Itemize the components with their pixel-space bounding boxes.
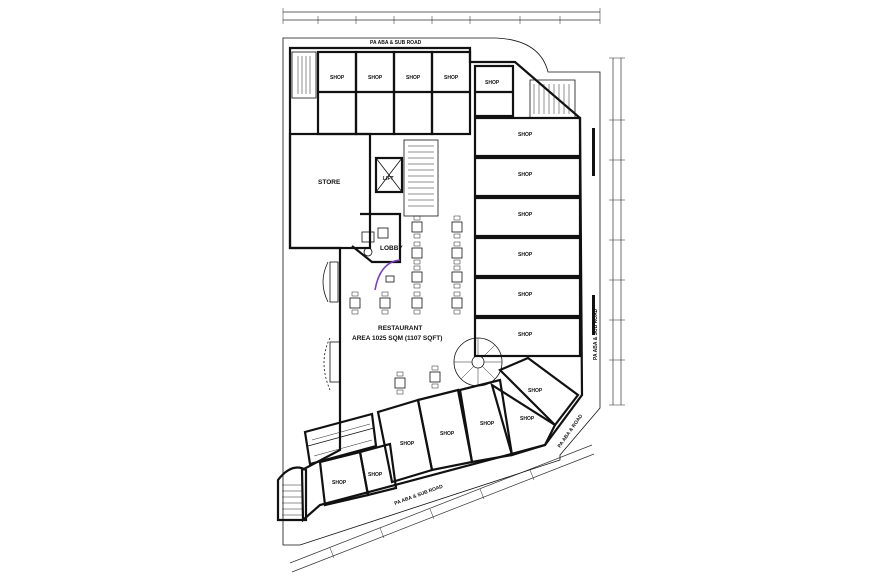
restaurant-tables: RESTAURANT AREA 1025 SQM (1107 SQFT): [349, 215, 463, 395]
bottom-shop-label: SHOP: [368, 472, 383, 478]
top-shop-label: SHOP: [368, 75, 383, 81]
entrance-marker: [592, 128, 595, 176]
top-shop-row: SHOP SHOP SHOP SHOP SHOP: [316, 50, 515, 136]
restaurant-area-label: AREA 1025 SQM (1107 SQFT): [352, 335, 442, 342]
corner-shops: SHOP SHOP: [490, 356, 580, 457]
spiral-stair: [453, 337, 503, 387]
top-right-stair: [529, 79, 576, 119]
store-room: STORE: [288, 132, 372, 250]
lift-core: LIFT: [374, 139, 439, 217]
bottom-shop-label: SHOP: [332, 480, 347, 486]
right-shop-label: SHOP: [518, 252, 533, 258]
bottom-shop-row: SHOP SHOP SHOP SHOP SHOP: [318, 378, 514, 507]
road-bottom-label: PA ABA & SUB ROAD: [394, 484, 445, 507]
bottom-dimension-lines: [289, 444, 595, 573]
right-shop-label: SHOP: [518, 292, 533, 298]
left-stair-block: [291, 51, 317, 99]
top-shop-label: SHOP: [406, 75, 421, 81]
plot-boundary: [282, 37, 601, 546]
bottom-shop-label: SHOP: [480, 421, 495, 427]
corner-room-label: SHOP: [520, 416, 535, 422]
top-dimension-lines: [282, 8, 601, 24]
road-top-label: PA ABA & SUB ROAD: [370, 40, 422, 46]
restaurant-label: RESTAURANT: [378, 325, 422, 332]
road-right-label: PA ABA & SUB ROAD: [593, 308, 599, 360]
entrance-marker: [592, 295, 595, 335]
store-label: STORE: [318, 179, 341, 186]
lobby-label: LOBBY: [380, 245, 403, 252]
top-shop-label: SHOP: [444, 75, 459, 81]
right-shop-label: SHOP: [518, 212, 533, 218]
bottom-shop-label: SHOP: [400, 441, 415, 447]
right-shop-label: SHOP: [518, 172, 533, 178]
reception-counter: [374, 259, 401, 291]
lift-label: LIFT: [383, 176, 394, 182]
right-dimension-lines: [609, 57, 625, 406]
entrance-doors: [322, 261, 341, 391]
toilet-block: [303, 412, 378, 466]
bottom-shop-label: SHOP: [440, 431, 455, 437]
right-shop-label: SHOP: [518, 332, 533, 338]
bottom-left-stair: [276, 466, 308, 522]
top-shop-label: SHOP: [330, 75, 345, 81]
building-outline: [288, 46, 584, 523]
top-shop-label: SHOP: [485, 80, 500, 86]
right-shop-label: SHOP: [518, 132, 533, 138]
corner-shop-label: SHOP: [528, 388, 543, 394]
lobby-area: LOBBY: [351, 212, 403, 291]
right-shop-row: SHOP SHOP SHOP SHOP SHOP SHOP: [473, 116, 595, 358]
